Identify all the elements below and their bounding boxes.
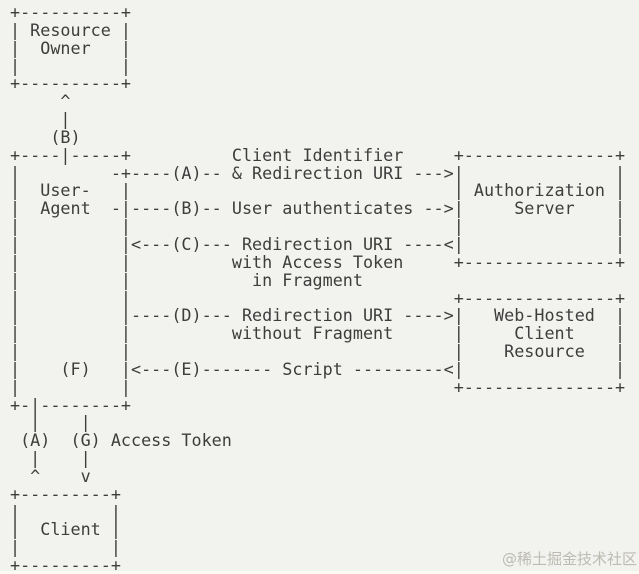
juejin-watermark-text: @稀土掘金技术社区 [501, 550, 637, 568]
oauth-implicit-grant-ascii-diagram: +----------+ | Resource | | Owner | | | … [10, 2, 626, 574]
bottom-edge-strip [0, 571, 639, 574]
